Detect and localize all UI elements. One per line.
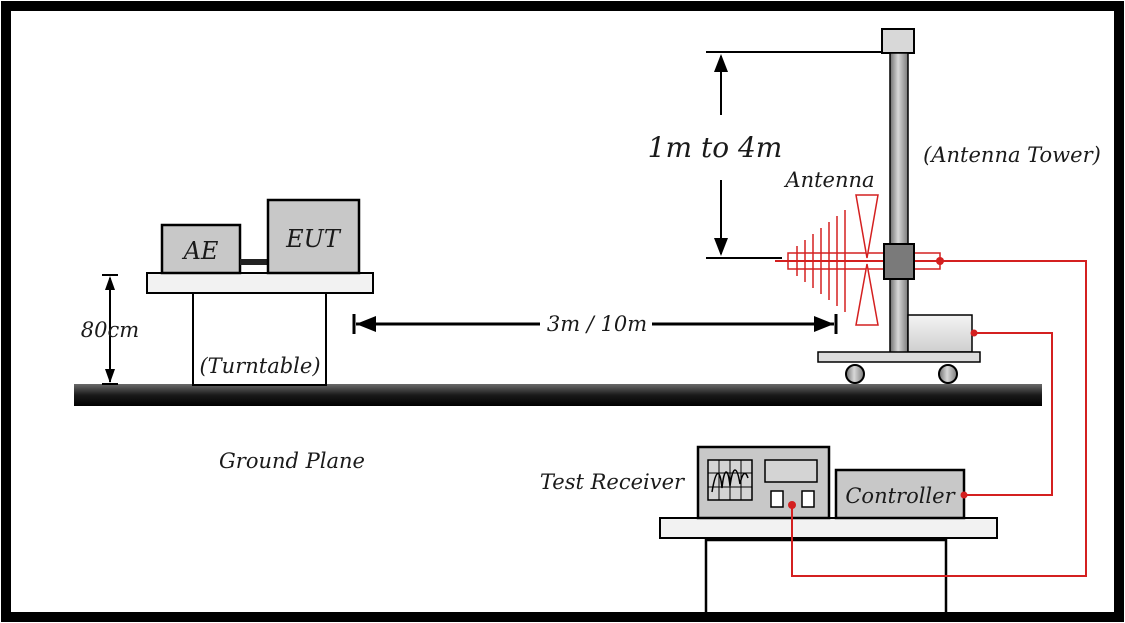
- test-receiver: [696, 445, 831, 520]
- ae-box: [160, 223, 242, 275]
- receiver-button-1: [770, 490, 784, 508]
- controller-cable: [964, 332, 1053, 496]
- antenna-cable: [791, 260, 1087, 577]
- controller-label: Controller: [845, 484, 956, 508]
- antenna-height-arrow: [706, 51, 890, 259]
- ae-label: AE: [182, 237, 219, 265]
- ae-eut-cable: [240, 259, 268, 265]
- height-label: 80cm: [81, 318, 139, 342]
- antenna-label: Antenna: [783, 168, 874, 192]
- receiver-button-2: [801, 490, 815, 508]
- tower-motor-box: [907, 314, 973, 353]
- tower-platform: [817, 351, 981, 363]
- distance-label: 3m / 10m: [547, 312, 647, 336]
- antenna-height-label: 1m to 4m: [648, 131, 783, 164]
- controller-box: [834, 468, 966, 520]
- cable-connectors: [788, 257, 978, 509]
- tower-mast: [889, 52, 909, 356]
- red-cables: [791, 260, 1087, 577]
- turntable: [146, 272, 374, 386]
- eut-label: EUT: [285, 225, 342, 253]
- tower-cap: [881, 28, 915, 54]
- receiver-display: [764, 459, 818, 483]
- turntable-label: (Turntable): [199, 354, 320, 378]
- receiver-waveform: [711, 469, 749, 493]
- height-dimension-arrow: [102, 274, 118, 385]
- test-receiver-label: Test Receiver: [540, 470, 686, 494]
- antenna-tower-label: (Antenna Tower): [923, 143, 1101, 167]
- eut-box: [266, 198, 361, 275]
- antenna-mount: [883, 243, 915, 280]
- turntable-base: [192, 292, 327, 386]
- tower-wheel-right: [938, 364, 958, 384]
- ground-plane: [74, 384, 1042, 406]
- receiver-table: [659, 517, 998, 617]
- turntable-top: [146, 272, 374, 294]
- ground-plane-label: Ground Plane: [219, 449, 365, 473]
- distance-arrow: [352, 314, 838, 334]
- tower-wheel-left: [845, 364, 865, 384]
